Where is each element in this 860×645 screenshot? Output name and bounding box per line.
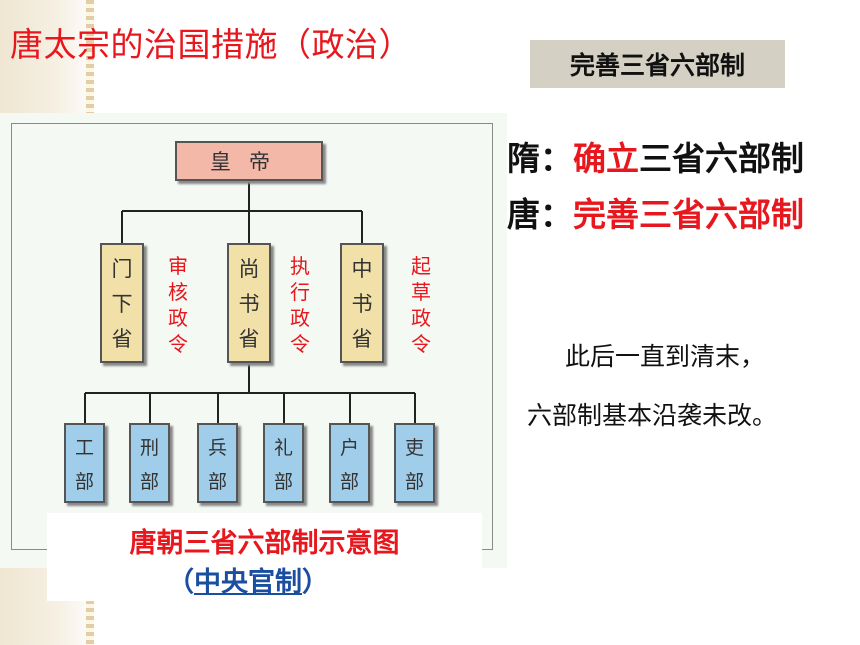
xing-bu-box: 刑 部 — [129, 423, 170, 503]
char: 省 — [238, 326, 260, 351]
paren-open: （ — [167, 567, 194, 598]
char: 令 — [411, 332, 431, 356]
char: 部 — [404, 470, 424, 493]
diagram-subcaption: （中央官制） — [167, 560, 329, 599]
diagram-caption: 唐朝三省六部制示意图 — [129, 528, 400, 559]
char: 省 — [111, 326, 133, 351]
li-bu-personnel-box: 吏 部 — [394, 423, 435, 503]
char: 令 — [290, 332, 310, 356]
char: 尚 — [238, 257, 260, 282]
char: 工 — [74, 436, 94, 459]
tang-statement: 唐：完善三省六部制 — [507, 188, 804, 236]
char: 书 — [238, 291, 260, 316]
char: 草 — [411, 280, 431, 304]
shangshu-sheng-box: 尚 书 省 — [227, 243, 271, 363]
char: 书 — [351, 291, 373, 316]
char: 政 — [290, 306, 310, 330]
char: 核 — [168, 280, 188, 304]
tang-prefix: 唐： — [507, 195, 573, 234]
topic-badge: 完善三省六部制 — [530, 40, 785, 88]
char: 行 — [290, 280, 310, 304]
menxia-function: 审 核 政 令 — [167, 253, 189, 357]
char: 审 — [168, 254, 188, 278]
bing-bu-box: 兵 部 — [197, 423, 238, 503]
org-chart: 皇帝 门 下 省 审 核 政 令 尚 书 省 执 行 政 令 中 书 省 起 草… — [0, 113, 507, 568]
note-line-1: 此后一直到清末， — [565, 342, 766, 371]
sui-rest: 三省六部制 — [639, 139, 804, 178]
emperor-box: 皇帝 — [175, 141, 323, 181]
char: 部 — [207, 470, 227, 493]
connector-lines — [84, 181, 416, 423]
menxia-sheng-box: 门 下 省 — [100, 243, 144, 363]
char: 户 — [339, 436, 359, 459]
central-officials-link[interactable]: 中央官制 — [194, 567, 302, 598]
hu-bu-box: 户 部 — [329, 423, 370, 503]
shangshu-function: 执 行 政 令 — [289, 253, 311, 357]
char: 政 — [168, 306, 188, 330]
char: 兵 — [207, 436, 227, 459]
char: 部 — [273, 470, 293, 493]
char: 执 — [290, 254, 310, 278]
note-line-2: 六部制基本沿袭未改。 — [527, 401, 778, 430]
char: 礼 — [273, 436, 293, 459]
zhongshu-sheng-box: 中 书 省 — [340, 243, 384, 363]
char: 门 — [111, 257, 133, 282]
sui-statement: 隋：确立三省六部制 — [507, 132, 804, 180]
diagram-caption-box: 唐朝三省六部制示意图 （中央官制） — [47, 513, 482, 601]
tang-highlight: 完善三省六部制 — [573, 195, 804, 234]
char: 下 — [111, 291, 133, 316]
zhongshu-function: 起 草 政 令 — [410, 253, 432, 357]
char: 部 — [139, 470, 159, 493]
slide-title: 唐太宗的治国措施（政治） — [10, 25, 412, 64]
gong-bu-box: 工 部 — [64, 423, 105, 503]
char: 中 — [351, 257, 373, 282]
char: 省 — [351, 326, 373, 351]
char: 政 — [411, 306, 431, 330]
paren-close: ） — [302, 567, 329, 598]
char: 令 — [168, 332, 188, 356]
char: 吏 — [404, 436, 424, 459]
char: 部 — [74, 470, 94, 493]
char: 部 — [339, 470, 359, 493]
li-bu-box: 礼 部 — [263, 423, 304, 503]
sui-highlight: 确立 — [573, 139, 639, 178]
char: 刑 — [139, 436, 159, 459]
char: 起 — [411, 254, 431, 278]
sui-prefix: 隋： — [507, 139, 573, 178]
